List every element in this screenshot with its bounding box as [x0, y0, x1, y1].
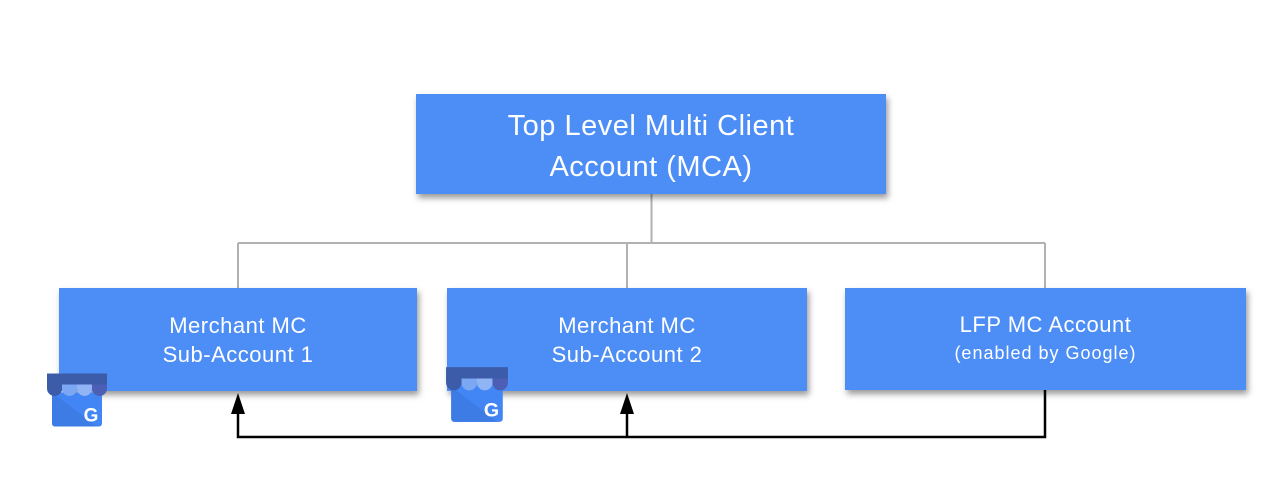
arrow-up-icon: [231, 393, 245, 414]
sub2-label-line2: Sub-Account 2: [551, 341, 703, 367]
lfp-label-line2: (enabled by Google): [954, 343, 1137, 363]
node-merchant-sub-account-1: Merchant MC Sub-Account 1: [59, 288, 417, 391]
google-my-business-icon: G: [446, 367, 508, 422]
mca-label-line1: Top Level Multi Client: [507, 109, 795, 142]
node-mca: Top Level Multi Client Account (MCA): [416, 94, 886, 194]
lfp-label-line1: LFP MC Account: [959, 312, 1132, 337]
gmb-g-letter: G: [484, 400, 499, 422]
sub1-label-line1: Merchant MC: [169, 312, 307, 338]
sub2-label-line1: Merchant MC: [558, 312, 696, 338]
arrow-up-icon: [620, 393, 634, 414]
gmb-g-letter: G: [84, 406, 99, 427]
tree-connector-lines: [237, 194, 1046, 288]
feed-arrow-lines: [236, 390, 1047, 439]
mca-label-line2: Account (MCA): [549, 150, 753, 183]
node-lfp-mc-account: LFP MC Account (enabled by Google): [845, 288, 1246, 390]
google-my-business-icon: G: [47, 373, 107, 427]
sub1-label-line2: Sub-Account 1: [162, 341, 314, 367]
